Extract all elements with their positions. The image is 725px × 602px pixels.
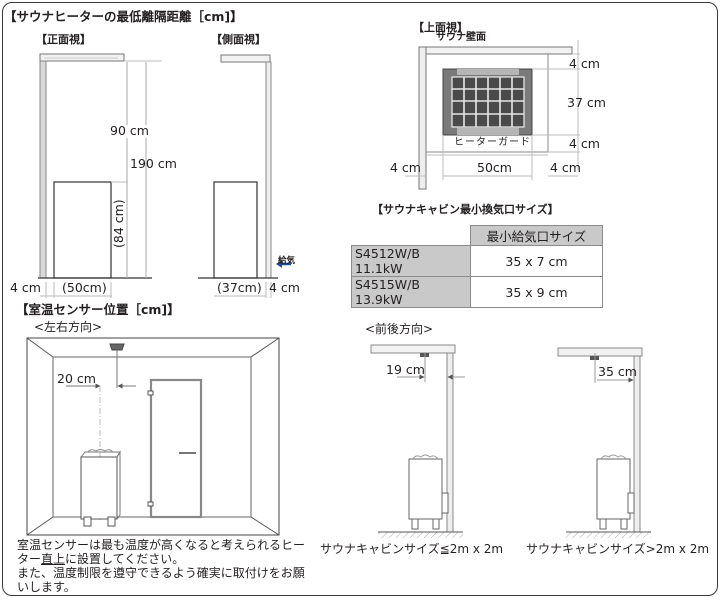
air-intake-label: 給気 — [278, 256, 296, 266]
dim-bottom-gap: 4 cm — [569, 136, 600, 151]
dim-side-wall-gap: 4 cm — [269, 280, 300, 295]
dim-top-gap: 4 cm — [569, 56, 600, 71]
dim-heater-depth: (37cm) — [217, 280, 262, 295]
cabin-small-drawing — [370, 344, 465, 538]
dim-front-wall-gap: 4 cm — [10, 280, 41, 295]
size-cell: 35 x 7 cm — [470, 245, 603, 277]
dim-guard-width: 50cm — [477, 160, 512, 175]
outer-frame — [2, 2, 718, 596]
front-view-drawing — [38, 53, 162, 298]
air-intake-arrow-icon — [276, 260, 282, 268]
heater-clearance-title: 【サウナヒーターの最低離隔距離［cm]】 — [4, 9, 243, 24]
model-cell: S4515W/B 13.9kW — [351, 276, 471, 308]
table-header-cell: 最小給気口サイズ — [470, 225, 603, 246]
size-cell: 35 x 9 cm — [470, 276, 603, 308]
front-view-label: 【正面視】 — [36, 33, 91, 46]
side-view-label: 【側面視】 — [211, 33, 266, 46]
dim-guard-depth: 37 cm — [567, 95, 606, 110]
sensor-note: 室温センサーは最も温度が高くなると考えられるヒーター直上に設置してください。また… — [17, 538, 306, 594]
dim-total-height: 190 cm — [130, 156, 177, 171]
model-cell: S4512W/B 11.1kW — [351, 245, 471, 277]
dim-sensor-small-cabin: 19 cm — [386, 362, 425, 377]
vent-size-table: 最小給気口サイズ S4512W/B 11.1kW 35 x 7 cm S4515… — [351, 225, 603, 308]
top-view-drawing — [405, 40, 580, 190]
dim-right-gap: 4 cm — [550, 160, 581, 175]
dim-top-to-heater: 90 cm — [110, 123, 149, 138]
table-header-row: 最小給気口サイズ — [352, 225, 603, 246]
fb-direction-label: <前後方向> — [365, 322, 434, 336]
dim-heater-height: (84 cm) — [111, 199, 126, 248]
dim-heater-width: (50cm) — [62, 280, 107, 295]
dim-left-gap: 4 cm — [390, 160, 421, 175]
sensor-icon — [109, 343, 125, 351]
small-cabin-caption: サウナキャビンサイズ≦2m x 2m — [320, 542, 504, 556]
table-row: S4512W/B 11.1kW 35 x 7 cm — [351, 245, 603, 277]
vent-table-title: 【サウナキャビン最小換気口サイズ】 — [372, 203, 559, 216]
dim-sensor-lr: 20 cm — [57, 371, 96, 386]
dim-sensor-large-cabin: 35 cm — [598, 364, 637, 379]
cabin-large-drawing — [557, 347, 651, 538]
large-cabin-caption: サウナキャビンサイズ>2m x 2m — [526, 542, 710, 556]
room-lr-drawing — [26, 337, 280, 536]
sauna-wall-label: サウナ壁面 — [436, 32, 486, 43]
table-row: S4515W/B 13.9kW 35 x 9 cm — [351, 276, 603, 308]
sensor-position-title: 【室温センサー位置［cm]】 — [16, 302, 180, 317]
heater-guard-label: ヒーターガード — [454, 137, 531, 148]
top-view-label: 【上面視】 — [413, 21, 468, 34]
lr-direction-label: <左右方向> — [34, 320, 103, 334]
side-view-drawing — [198, 54, 291, 298]
